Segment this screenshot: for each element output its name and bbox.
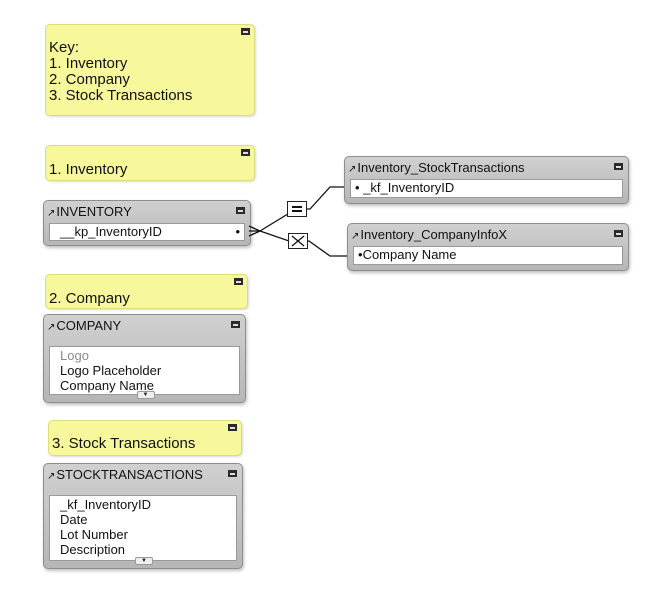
- arrow-icon[interactable]: ↗: [47, 208, 56, 219]
- stocktransactions-table[interactable]: ↗STOCKTRANSACTIONS _kf_InventoryID Date …: [43, 463, 243, 569]
- field-lot-number[interactable]: Lot Number: [60, 527, 128, 542]
- collapse-icon[interactable]: [228, 424, 237, 431]
- collapse-icon[interactable]: [614, 230, 623, 237]
- field-kf-inventoryid[interactable]: _kf_InventoryID: [60, 497, 152, 512]
- stocktransactions-table-header[interactable]: ↗STOCKTRANSACTIONS: [47, 466, 239, 484]
- field-kp-inventoryid: __kp_InventoryID: [60, 224, 162, 239]
- stock-note[interactable]: 3. Stock Transactions: [48, 420, 242, 456]
- cartesian-icon[interactable]: [288, 233, 308, 249]
- table-header[interactable]: ↗Inventory_StockTransactions: [348, 159, 625, 177]
- table-title: Inventory_StockTransactions: [357, 160, 525, 175]
- key-item-company: 2. Company: [49, 71, 130, 88]
- company-note[interactable]: 2. Company: [45, 274, 248, 309]
- scroll-down-icon[interactable]: ▼: [135, 557, 153, 565]
- company-note-text: 2. Company: [49, 290, 130, 307]
- key-dot-icon: •: [235, 224, 240, 239]
- collapse-icon[interactable]: [234, 278, 243, 285]
- stocktransactions-table-title: STOCKTRANSACTIONS: [56, 467, 203, 482]
- collapse-icon[interactable]: [241, 149, 250, 156]
- table-title: Inventory_CompanyInfoX: [360, 227, 508, 242]
- stocktransactions-field-list: _kf_InventoryID Date Lot Number Descript…: [49, 495, 237, 565]
- inventory-stocktransactions-table[interactable]: ↗Inventory_StockTransactions • _kf_Inven…: [344, 156, 629, 204]
- field-logo-placeholder[interactable]: Logo Placeholder: [60, 363, 162, 378]
- field-row[interactable]: • _kf_InventoryID: [351, 180, 622, 195]
- field-row[interactable]: __kp_InventoryID •: [50, 224, 244, 239]
- field-logo[interactable]: Logo: [60, 348, 89, 363]
- company-table-title: COMPANY: [56, 318, 122, 333]
- field-row[interactable]: •Company Name: [354, 247, 622, 262]
- field-list: •Company Name: [353, 246, 623, 265]
- scroll-down-icon[interactable]: ▼: [136, 391, 155, 399]
- field-company-name[interactable]: Company Name: [60, 378, 154, 393]
- company-field-list: Logo Logo Placeholder Company Name ▼: [49, 346, 240, 399]
- key-dot-icon: •: [355, 180, 360, 195]
- inventory-field-list: __kp_InventoryID •: [49, 223, 245, 241]
- collapse-icon[interactable]: [236, 207, 245, 214]
- inventory-table-title: INVENTORY: [56, 204, 132, 219]
- key-note[interactable]: Key: 1. Inventory 2. Company 3. Stock Tr…: [45, 24, 255, 116]
- inventory-note-text: 1. Inventory: [49, 161, 128, 178]
- field-date[interactable]: Date: [60, 512, 88, 527]
- collapse-icon[interactable]: [241, 28, 250, 35]
- arrow-icon[interactable]: ↗: [351, 231, 360, 242]
- collapse-icon[interactable]: [228, 470, 237, 477]
- key-item-stock: 3. Stock Transactions: [49, 87, 193, 104]
- equal-icon[interactable]: [287, 201, 307, 217]
- company-table[interactable]: ↗COMPANY Logo Logo Placeholder Company N…: [43, 314, 246, 403]
- collapse-icon[interactable]: [614, 163, 623, 170]
- arrow-icon[interactable]: ↗: [348, 164, 357, 175]
- arrow-icon[interactable]: ↗: [47, 471, 56, 482]
- field-company-name: Company Name: [362, 247, 457, 262]
- inventory-companyinfox-table[interactable]: ↗Inventory_CompanyInfoX •Company Name: [347, 223, 629, 271]
- key-item-inventory: 1. Inventory: [49, 55, 128, 72]
- stock-note-text: 3. Stock Transactions: [52, 435, 196, 452]
- field-description[interactable]: Description: [60, 542, 126, 557]
- inventory-table[interactable]: ↗INVENTORY __kp_InventoryID •: [43, 200, 251, 246]
- arrow-icon[interactable]: ↗: [47, 322, 56, 333]
- collapse-icon[interactable]: [231, 321, 240, 328]
- inventory-table-header[interactable]: ↗INVENTORY: [47, 203, 247, 221]
- field-kf-inventoryid: _kf_InventoryID: [363, 180, 455, 195]
- table-header[interactable]: ↗Inventory_CompanyInfoX: [351, 226, 625, 244]
- company-table-header[interactable]: ↗COMPANY: [47, 317, 242, 335]
- field-list: • _kf_InventoryID: [350, 179, 623, 198]
- key-title: Key:: [49, 39, 80, 56]
- key-dot-icon: •: [358, 247, 363, 262]
- inventory-note[interactable]: 1. Inventory: [45, 145, 255, 181]
